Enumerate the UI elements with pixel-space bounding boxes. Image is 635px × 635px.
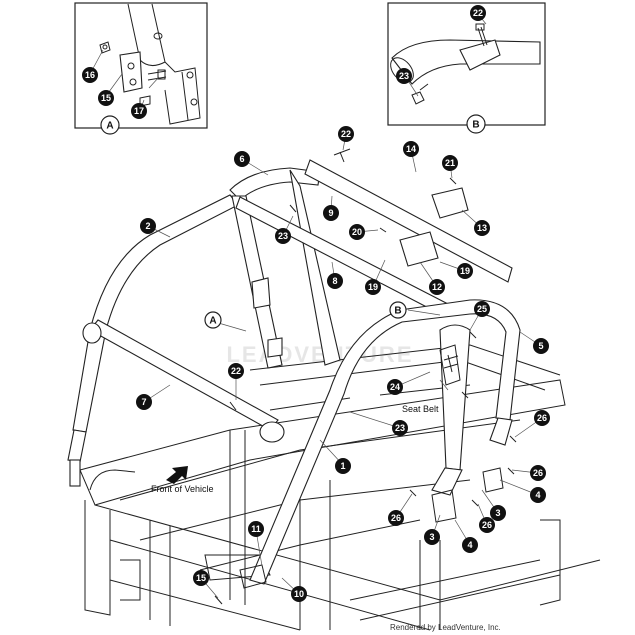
callout-18: 17 [134,106,144,116]
front-of-vehicle-label: Front of Vehicle [151,484,214,494]
ref-a-letter: A [209,316,216,327]
callout-8: 8 [332,276,337,286]
credit-text: Rendered by LeadVenture, Inc. [390,623,501,632]
callout-12: 12 [432,282,442,292]
callout-11: 11 [251,524,261,534]
front-arrow-icon [166,466,188,484]
callout-25: 25 [477,304,487,314]
callout-26d: 26 [391,513,401,523]
fasteners [214,148,517,605]
callout-2: 2 [145,221,150,231]
inset-b-letter: B [472,120,479,131]
callout-22a: 22 [341,129,351,139]
callout-3a: 3 [495,508,500,518]
callout-17: 16 [85,70,95,80]
inset-a: 16 15 17 A [74,2,208,135]
callout-14: 14 [406,144,416,154]
callout-22b: 22 [231,366,241,376]
seat-belt-label: Seat Belt [402,404,439,414]
callout-10: 10 [294,589,304,599]
callout-26c: 26 [482,520,492,530]
callout-20: 20 [352,227,362,237]
reference-markers: A B [204,301,407,329]
callout-9: 9 [328,208,333,218]
callout-26b: 26 [533,468,543,478]
callout-15: 15 [196,573,206,583]
callout-7: 7 [141,397,146,407]
front-of-vehicle-indicator: Front of Vehicle [151,466,214,494]
callout-23a: 23 [278,231,288,241]
callout-4b: 4 [467,540,472,550]
callout-24: 24 [390,382,400,392]
callout-markers: 1 2 3 3 4 4 5 6 7 8 9 10 11 12 13 14 15 … [136,126,550,602]
ref-b-letter: B [394,306,401,317]
callout-26a: 26 [537,413,547,423]
callout-21: 21 [445,158,455,168]
inset-a-letter: A [106,121,113,132]
callout-23-inset: 23 [399,71,409,81]
callout-23b: 23 [395,423,405,433]
callout-5: 5 [538,341,543,351]
callout-6: 6 [239,154,244,164]
callout-22-inset: 22 [473,8,483,18]
watermark: LEADVENTURE [226,342,413,367]
callout-3b: 3 [429,532,434,542]
callout-13: 13 [477,223,487,233]
callout-4a: 4 [535,490,540,500]
callout-19b: 19 [460,266,470,276]
callout-19a: 19 [368,282,378,292]
callout-16: 15 [101,93,111,103]
roll-cage [67,159,521,589]
inset-b: 22 23 B [387,2,546,134]
callout-1: 1 [340,461,345,471]
